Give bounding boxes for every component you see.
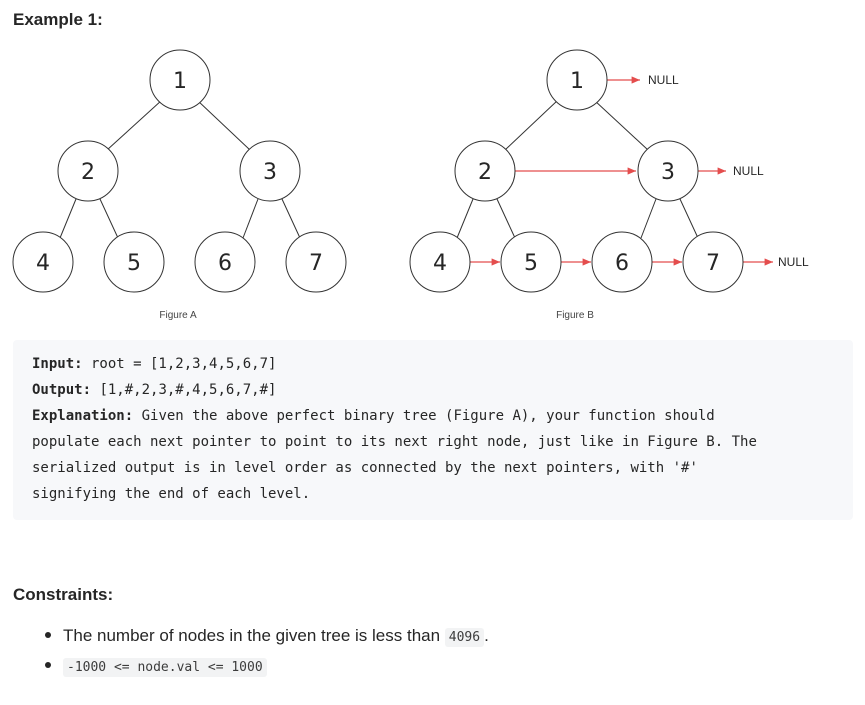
constraint-text-2: -1000 <= node.val <= 1000 xyxy=(63,656,267,677)
svg-text:5: 5 xyxy=(127,251,141,276)
figure-a-node-4: 4 xyxy=(12,231,74,293)
figure-b-node-3: 3 xyxy=(637,140,699,202)
null-label-level-1: NULL xyxy=(648,73,679,87)
figure-a-node-2: 2 xyxy=(57,140,119,202)
figure-a-node-5: 5 xyxy=(103,231,165,293)
bullet-icon xyxy=(45,662,51,668)
output-line: Output: [1,#,2,3,#,4,5,6,7,#] xyxy=(32,382,276,398)
svg-text:2: 2 xyxy=(478,160,492,185)
explanation-line-1: Explanation: Given the above perfect bin… xyxy=(32,408,715,424)
input-value: root = [1,2,3,4,5,6,7] xyxy=(82,356,277,372)
svg-text:1: 1 xyxy=(173,69,187,94)
figure-a-node-1: 1 xyxy=(149,49,211,111)
constraint-code-2: -1000 <= node.val <= 1000 xyxy=(63,658,267,677)
bullet-icon xyxy=(45,632,51,638)
figure-b-node-1: 1 xyxy=(546,49,608,111)
figure-b-edges xyxy=(456,99,699,239)
figure-a-node-3: 3 xyxy=(239,140,301,202)
figure-b-caption: Figure B xyxy=(556,310,594,321)
svg-text:6: 6 xyxy=(615,251,629,276)
explanation-line-2: populate each next pointer to point to i… xyxy=(32,434,757,450)
figure-a-edges xyxy=(59,99,301,239)
figure-b-next-pointers xyxy=(470,76,773,266)
figure-b-node-6: 6 xyxy=(591,231,653,293)
example-box: Input: root = [1,2,3,4,5,6,7] Output: [1… xyxy=(13,340,853,520)
svg-text:6: 6 xyxy=(218,251,232,276)
figure-b-node-4: 4 xyxy=(409,231,471,293)
svg-text:3: 3 xyxy=(661,160,675,185)
figure-a-caption: Figure A xyxy=(159,310,197,321)
explanation-line-4: signifying the end of each level. xyxy=(32,486,311,502)
svg-text:5: 5 xyxy=(524,251,538,276)
constraint-text-1: The number of nodes in the given tree is… xyxy=(63,626,489,647)
svg-text:4: 4 xyxy=(433,251,447,276)
svg-text:7: 7 xyxy=(706,251,720,276)
figure-a-node-6: 6 xyxy=(194,231,256,293)
explanation-text-1: Given the above perfect binary tree (Fig… xyxy=(133,408,715,424)
svg-text:1: 1 xyxy=(570,69,584,94)
null-label-level-2: NULL xyxy=(733,164,764,178)
explanation-label: Explanation: xyxy=(32,408,134,424)
figure-b-node-5: 5 xyxy=(500,231,562,293)
output-label: Output: xyxy=(32,382,92,398)
output-value: [1,#,2,3,#,4,5,6,7,#] xyxy=(91,382,277,398)
input-label: Input: xyxy=(32,356,83,372)
svg-text:3: 3 xyxy=(263,160,277,185)
null-label-level-3: NULL xyxy=(778,255,809,269)
example-heading: Example 1: xyxy=(13,10,103,29)
figure-b-node-2: 2 xyxy=(454,140,516,202)
constraint-code-1: 4096 xyxy=(444,628,485,647)
tree-figures: 1 2 3 4 5 6 7 Figure A 1 2 3 4 5 6 7 NUL… xyxy=(12,49,809,321)
constraints-heading: Constraints: xyxy=(13,585,114,604)
explanation-line-3: serialized output is in level order as c… xyxy=(32,460,698,476)
figure-a-node-7: 7 xyxy=(285,231,347,293)
figure-b-node-7: 7 xyxy=(682,231,744,293)
input-line: Input: root = [1,2,3,4,5,6,7] xyxy=(32,356,276,372)
svg-text:4: 4 xyxy=(36,251,50,276)
svg-text:7: 7 xyxy=(309,251,323,276)
svg-text:2: 2 xyxy=(81,160,95,185)
